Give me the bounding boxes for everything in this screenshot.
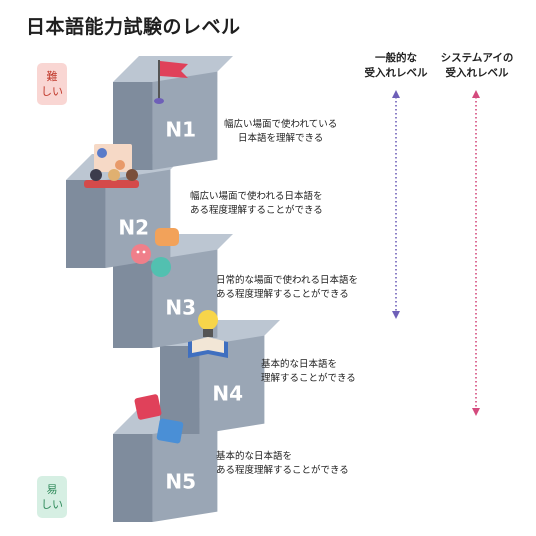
general-heading-line2: 受入れレベル [364, 67, 428, 79]
system-acceptance-heading: システムアイの 受入れレベル [434, 51, 520, 81]
cube-front-face [152, 71, 218, 170]
difficulty-hard-badge: 難 しい [37, 63, 67, 105]
level-description-n5: 基本的な日本語をある程度理解することができる [216, 450, 349, 478]
system-range-arrow [472, 90, 480, 416]
level-name-n2: N2 [118, 216, 149, 240]
level-description-line: 幅広い場面で使われている [224, 119, 338, 130]
level-description-n2: 幅広い場面で使われる日本語をある程度理解することができる [190, 190, 323, 218]
general-heading-line1: 一般的な [375, 52, 417, 64]
system-heading-line2: 受入れレベル [445, 67, 509, 79]
cube-front-face [199, 335, 265, 434]
flag-icon [154, 60, 188, 104]
level-description-line: 基本的な日本語を [261, 359, 338, 370]
level-description-n1: 幅広い場面で使われている日本語を理解できる [224, 118, 337, 146]
cube-left-face [160, 346, 200, 434]
level-description-line: ある程度理解することができる [216, 465, 349, 476]
level-name-n4: N4 [212, 382, 243, 406]
level-cube-n1: N1 [113, 56, 233, 170]
cube-left-face [113, 434, 153, 522]
level-name-n3: N3 [165, 296, 196, 320]
difficulty-easy-badge: 易 しい [37, 476, 67, 518]
difficulty-easy-line1: 易 [46, 483, 58, 496]
system-heading-line1: システムアイの [440, 52, 514, 64]
cube-front-face [152, 423, 218, 522]
level-description-line: ある程度理解することができる [216, 289, 349, 300]
cube-left-face [66, 180, 106, 268]
cube-front-face [105, 169, 171, 268]
level-description-n3: 日常的な場面で使われる日本語をある程度理解することができる [216, 274, 358, 302]
difficulty-hard-line1: 難 [46, 70, 58, 83]
general-acceptance-heading: 一般的な 受入れレベル [356, 51, 436, 81]
level-description-line: ある程度理解することができる [190, 205, 323, 216]
general-range-arrow [392, 90, 400, 319]
level-description-line: 基本的な日本語を [216, 451, 293, 462]
puzzle-icon [134, 394, 184, 444]
level-description-n4: 基本的な日本語を理解することができる [261, 358, 356, 386]
level-description-line: 理解することができる [261, 373, 356, 384]
level-name-n1: N1 [165, 118, 196, 142]
chat-bubbles-icon [131, 228, 179, 277]
level-description-line: 幅広い場面で使われる日本語を [190, 191, 323, 202]
level-description-line: 日常的な場面で使われる日本語を [216, 275, 359, 286]
cube-left-face [113, 260, 153, 348]
level-name-n5: N5 [165, 470, 196, 494]
page-title: 日本語能力試験のレベル [26, 16, 241, 38]
lightbulb-book-icon [188, 310, 228, 358]
people-meeting-icon [84, 144, 139, 188]
level-description-line: 日本語を理解できる [237, 133, 324, 144]
difficulty-hard-line2: しい [41, 85, 63, 98]
difficulty-easy-line2: しい [41, 498, 63, 511]
